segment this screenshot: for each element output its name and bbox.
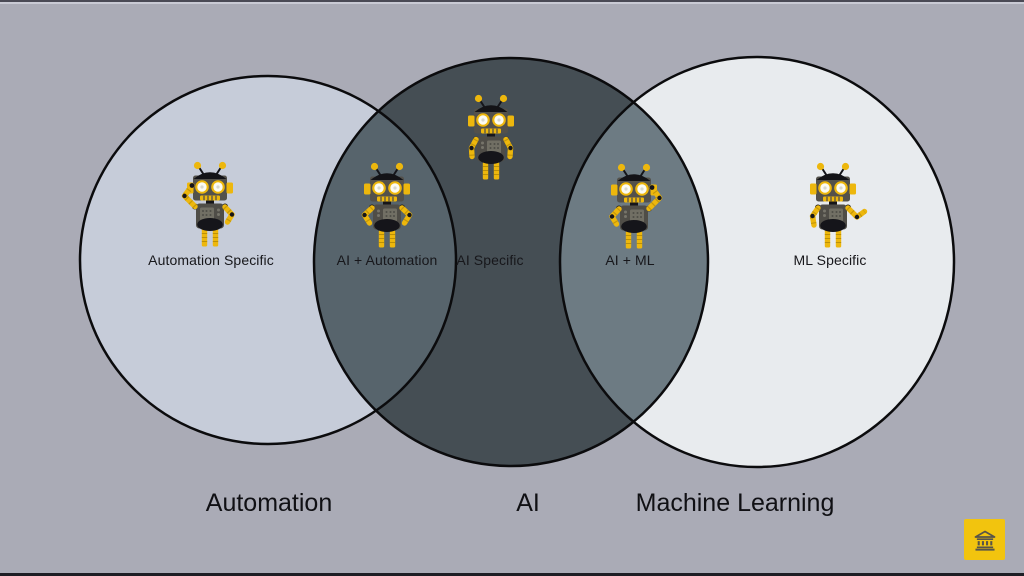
region-label-automation-specific: Automation Specific: [148, 252, 274, 268]
region-ai-automation: [314, 76, 456, 444]
region-label-ai-automation: AI + Automation: [336, 252, 438, 268]
circle-ai-outline: [312, 56, 710, 468]
set-title-ai: AI: [516, 489, 540, 517]
region-label-ml-specific: ML Specific: [793, 252, 867, 268]
bank-icon: [974, 530, 995, 551]
top-border-highlight: [0, 2, 1024, 4]
region-label-ai-ml: AI + ML: [605, 252, 655, 268]
circle-automation-outline: [78, 74, 458, 446]
bottom-border: [0, 573, 1024, 576]
top-border: [0, 0, 1024, 2]
set-title-automation: Automation: [205, 489, 333, 517]
region-ai-ml: [560, 58, 708, 466]
region-label-ai-specific: AI Specific: [456, 252, 524, 268]
set-title-machine-learning: Machine Learning: [635, 489, 835, 517]
circle-ml-outline: [558, 55, 956, 469]
brand-logo: [964, 519, 1005, 560]
